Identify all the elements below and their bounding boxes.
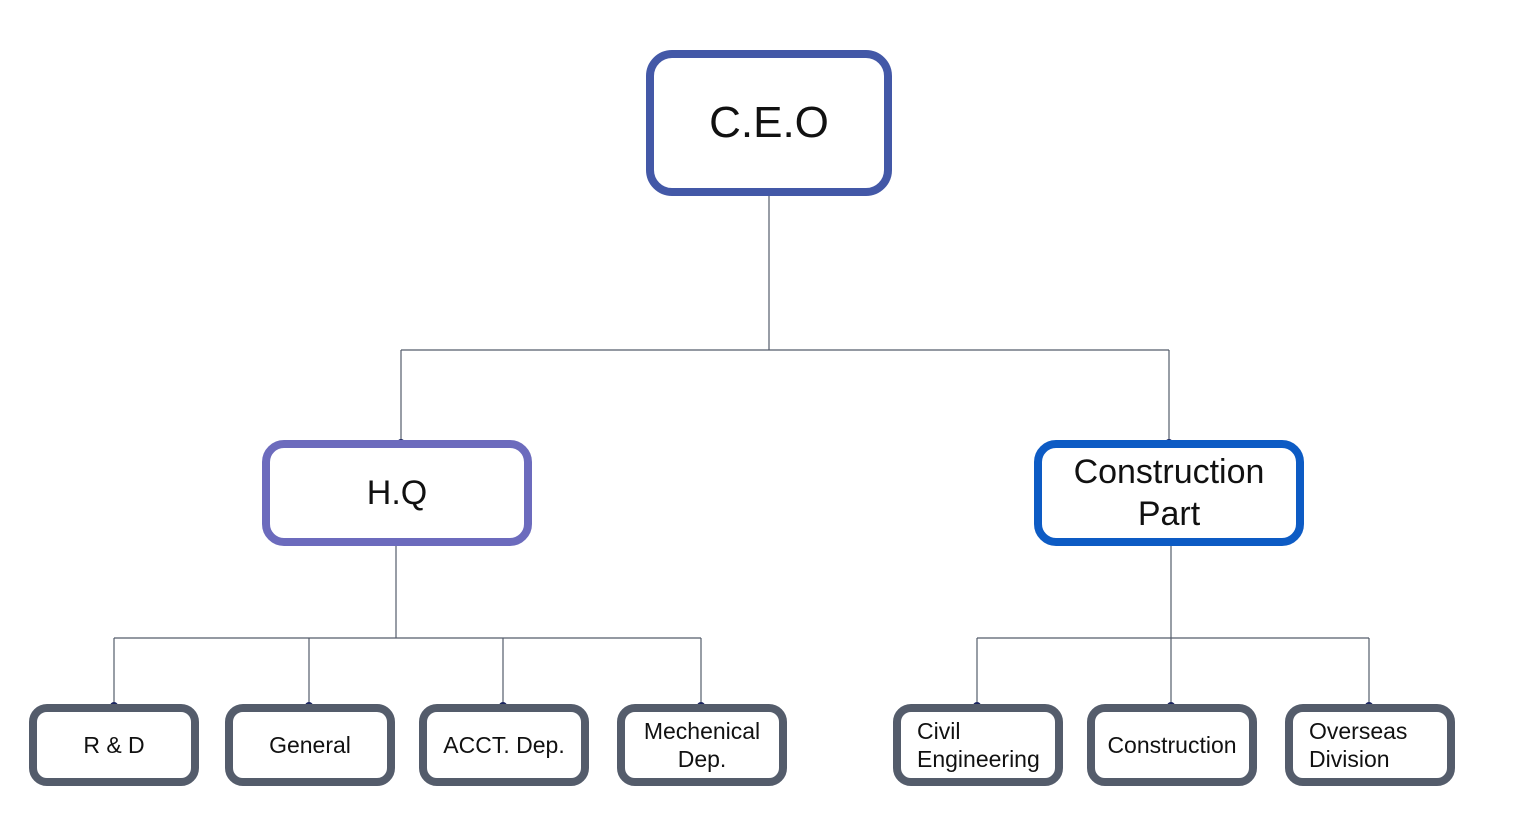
node-ceo-label: C.E.O (709, 98, 829, 147)
node-acct-dep-label: ACCT. Dep. (443, 732, 565, 758)
node-hq: H.Q (262, 440, 532, 546)
node-general: General (225, 704, 395, 786)
node-r-and-d: R & D (29, 704, 199, 786)
node-overseas-division-label: Overseas Division (1309, 718, 1408, 772)
node-ceo: C.E.O (646, 50, 892, 196)
node-construction-label: Construction (1107, 732, 1237, 758)
node-construction-part-label: Construction Part (1073, 453, 1265, 533)
node-mechenical-dep-label: Mechenical Dep. (643, 718, 761, 772)
node-acct-dep: ACCT. Dep. (419, 704, 589, 786)
node-overseas-division: Overseas Division (1285, 704, 1455, 786)
node-general-label: General (269, 732, 351, 758)
node-construction: Construction (1087, 704, 1257, 786)
node-hq-label: H.Q (366, 474, 428, 512)
node-construction-part: Construction Part (1034, 440, 1304, 546)
node-civil-engineering-label: Civil Engineering (917, 718, 1040, 772)
node-mechenical-dep: Mechenical Dep. (617, 704, 787, 786)
node-civil-engineering: Civil Engineering (893, 704, 1063, 786)
node-r-and-d-label: R & D (83, 732, 145, 758)
